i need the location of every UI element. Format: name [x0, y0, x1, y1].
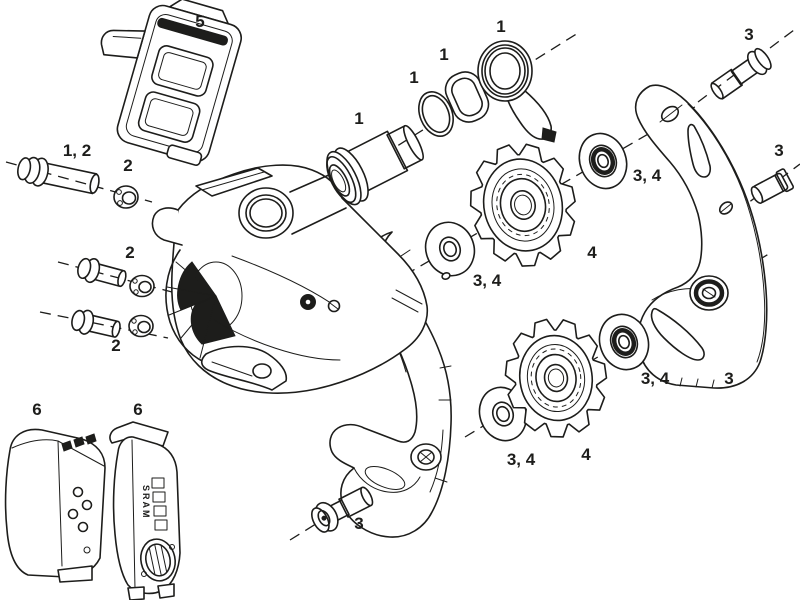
- battery-cover: SRAM: [110, 422, 180, 600]
- callout-4-pulley-lower: 4: [581, 445, 591, 464]
- pivot-cover: [478, 41, 556, 142]
- callout-3-bolt-lower: 3: [354, 514, 363, 533]
- body-hanger-lever: [202, 347, 287, 391]
- callout-1-oring: 1: [409, 68, 418, 87]
- mount-tab: [98, 20, 145, 63]
- b-bolt-barrel: [319, 115, 431, 210]
- limit-screw-upper: [75, 255, 128, 291]
- cage-bolt-upper: [707, 45, 775, 103]
- callout-1-seal: 1: [439, 45, 448, 64]
- callout-6-battery-cover: 6: [133, 400, 142, 419]
- limit-nut-upper: [130, 276, 154, 297]
- o-ring: [413, 87, 460, 142]
- callout-3-4-bearing-upper: 3, 4: [633, 166, 662, 185]
- limit-nut-lower: [129, 316, 153, 337]
- pulley-washer-upper: [418, 215, 482, 282]
- callout-labels: 5 1, 2 2 2 2 1 1 1 1 3 3 3, 4 4 3, 4 3, …: [32, 12, 783, 533]
- body-beak: [152, 208, 182, 245]
- mounting-nut: [114, 186, 138, 208]
- mounting-bolt: [15, 154, 101, 198]
- cage-pin: [748, 168, 794, 206]
- cage-bolt-lower: [307, 481, 377, 536]
- axis-cage-bolt-lower: [290, 452, 432, 540]
- axis-limit-screw-upper: [58, 262, 172, 292]
- pulley-bearing-washer-upper: [572, 127, 634, 195]
- battery-cover-logo: SRAM: [141, 485, 151, 520]
- callout-1-cover: 1: [496, 17, 505, 36]
- pulley-upper: [460, 134, 586, 276]
- callout-3-outer-cage: 3: [724, 369, 733, 388]
- callout-2-screw-upper: 2: [125, 243, 134, 262]
- pulley-bearing-washer-lower: [592, 307, 656, 376]
- callout-6-battery: 6: [32, 400, 41, 419]
- inner-cage-plate: [330, 232, 451, 537]
- limit-screw-lower: [70, 307, 123, 341]
- callout-4-pulley-upper: 4: [587, 243, 597, 262]
- callout-1-barrel: 1: [354, 109, 363, 128]
- callout-3-pin: 3: [774, 141, 783, 160]
- outer-cage-plate: [636, 85, 767, 388]
- callout-3-4-washer-upper: 3, 4: [473, 271, 502, 290]
- pulley-lower: [499, 312, 614, 443]
- callout-3-bolt-upper: 3: [744, 25, 753, 44]
- derailleur-body: [152, 165, 427, 393]
- callout-2-screw-lower: 2: [111, 336, 120, 355]
- callout-3-4-washer-lower: 3, 4: [507, 450, 536, 469]
- battery-mount-plate: [76, 0, 248, 168]
- callout-1-2-bolt: 1, 2: [63, 141, 91, 160]
- battery: [6, 429, 105, 582]
- callout-5-battery-mount: 5: [195, 12, 204, 31]
- callout-2-nut: 2: [123, 156, 132, 175]
- callout-3-4-bearing-lower: 3, 4: [641, 369, 670, 388]
